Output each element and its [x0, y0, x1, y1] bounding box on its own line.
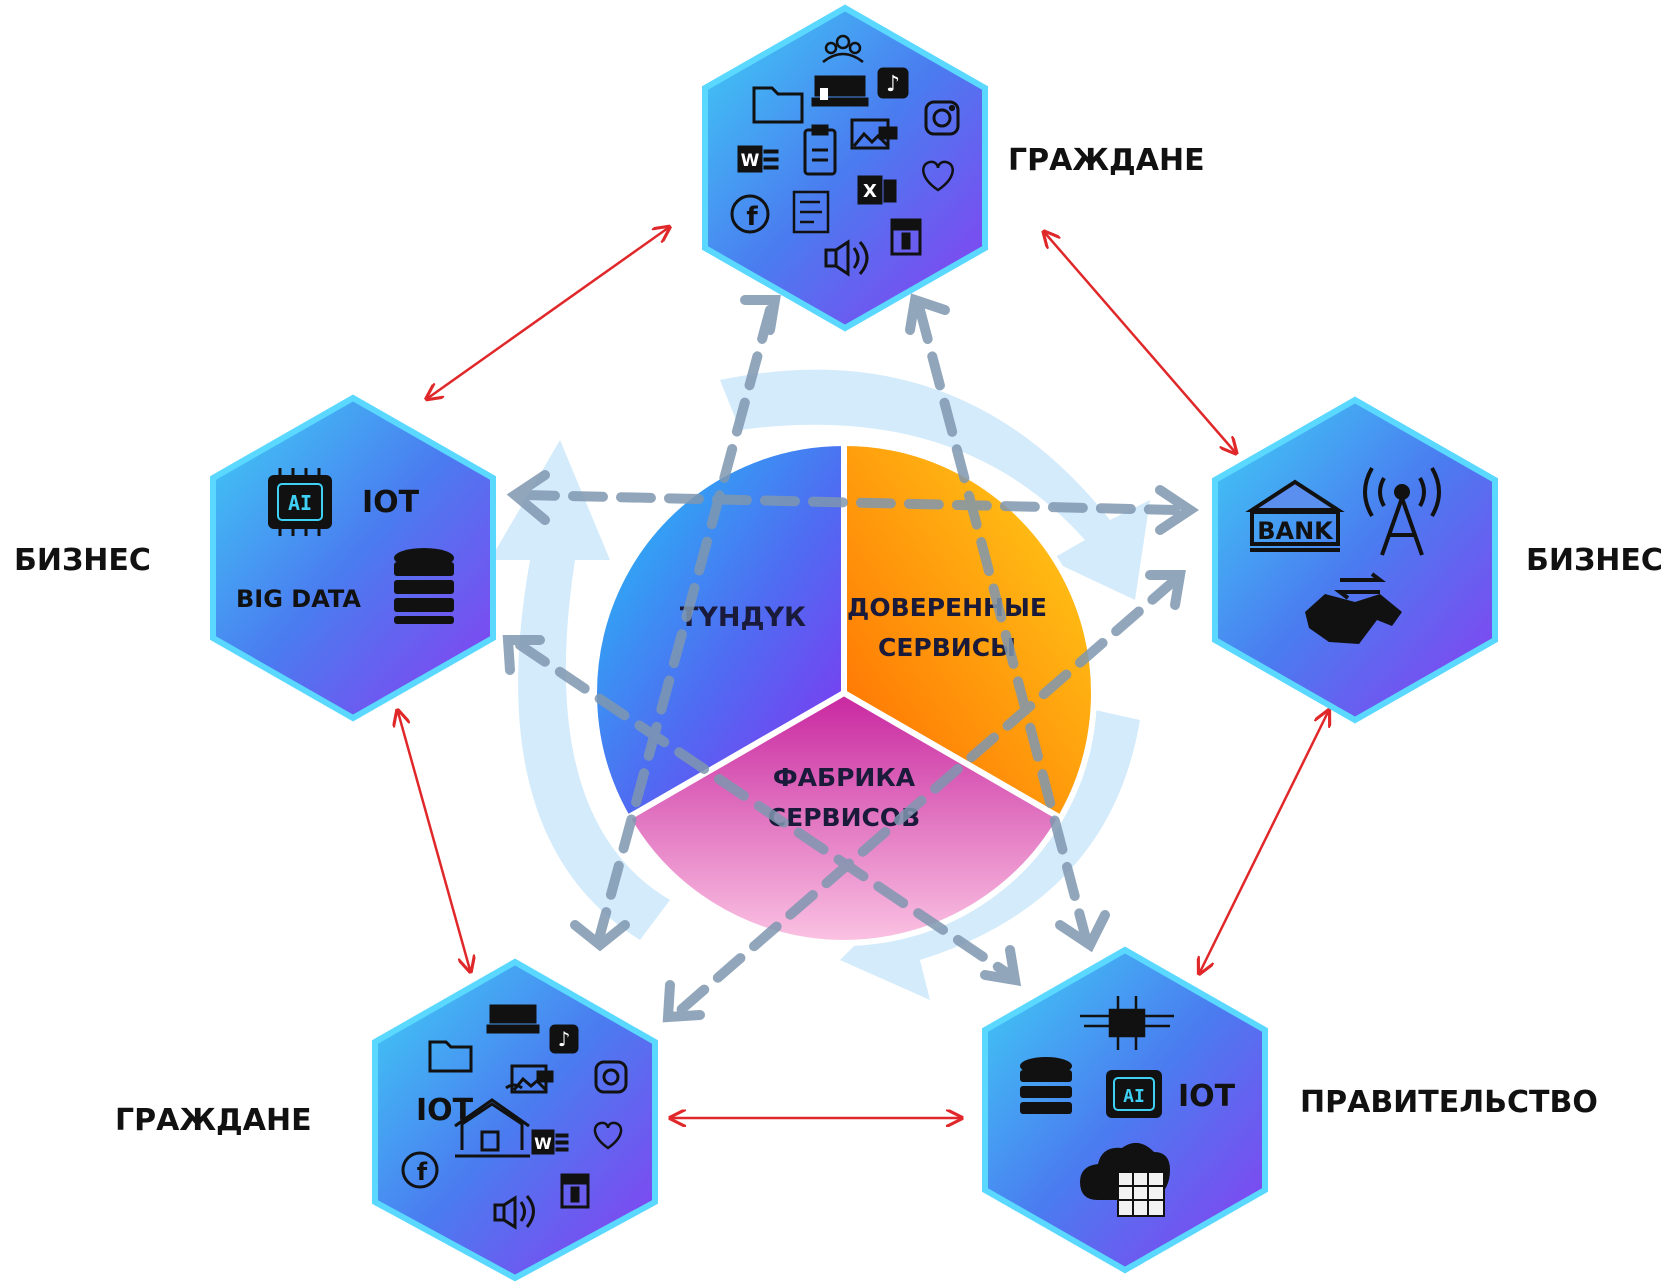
node-left-business[interactable]: AI IOT BIG DATA [210, 394, 496, 722]
top-icons: ♪ W X f [730, 34, 960, 277]
bank-icon: BANK [1245, 479, 1345, 552]
svg-text:♪: ♪ [558, 1027, 571, 1051]
cloud-server-icon [1080, 1142, 1170, 1217]
segment-service-factory[interactable] [623, 689, 1065, 946]
svg-text:W: W [534, 1134, 552, 1153]
dashed-arrowhead-top-left [740, 295, 781, 335]
database-icon [1020, 1057, 1072, 1114]
heart-icon [593, 1121, 623, 1150]
facebook-icon: f [730, 194, 770, 234]
red-arrow-left-top [428, 228, 668, 398]
hex-right [1212, 396, 1498, 724]
svg-text:f: f [746, 202, 758, 232]
dashed-left-to-right [520, 490, 1180, 515]
ai-chip-icon: AI [1106, 1070, 1162, 1118]
dashed-arrowhead-bottomright [1055, 910, 1110, 953]
facebook-icon: f [401, 1151, 439, 1189]
speaker-icon [493, 1195, 535, 1230]
segment-tunduk-label: ТҮНДҮК [680, 602, 806, 633]
node-bottomleft-citizens[interactable]: ♪ W f IOT [372, 958, 658, 1282]
node-right-label: БИЗНЕС [1526, 543, 1663, 578]
red-arrows [398, 228, 1328, 1118]
red-arrow-left-bottomleft [398, 712, 470, 970]
dashed-arrowhead-bottomright2 [980, 945, 1022, 987]
folder-icon [752, 86, 804, 124]
segment-trusted-label-line2: СЕРВИСЫ [878, 633, 1016, 662]
speaker-icon [824, 239, 869, 277]
node-bottomleft-label: ГРАЖДАНЕ [115, 1103, 312, 1138]
antenna-icon [1363, 466, 1441, 556]
left-bigdata-text: BIG DATA [236, 585, 361, 613]
instagram-icon [594, 1060, 628, 1094]
excel-icon: X [857, 175, 897, 205]
zip-icon [560, 1173, 590, 1209]
school-icon [486, 1004, 540, 1034]
bank-text: BANK [1257, 517, 1334, 545]
dashed-top-to-bottomleft [595, 305, 775, 940]
word-icon: W [531, 1129, 569, 1155]
hex-top [702, 4, 988, 332]
bl-iot-text: IOT [416, 1093, 474, 1128]
dashed-arrowhead-right [1155, 485, 1200, 535]
users-icon [822, 34, 864, 63]
node-bottomright-label: ПРАВИТЕЛЬСТВО [1300, 1085, 1598, 1120]
node-right-business[interactable]: BANK [1212, 396, 1498, 724]
smart-home-icon [454, 1083, 530, 1158]
ai-chip-text: AI [288, 491, 312, 515]
dashed-connectors [502, 293, 1200, 1023]
svg-text:X: X [863, 181, 877, 202]
word-icon: W [737, 145, 779, 173]
dashed-top-to-bottomright [915, 305, 1090, 940]
node-bottomright-government[interactable]: AI IOT [982, 946, 1268, 1274]
segment-trusted-label-line1: ДОВЕРЕННЫЕ [847, 593, 1047, 622]
clipboard-icon [803, 124, 837, 176]
circuit-icon [1080, 996, 1174, 1050]
svg-text:♪: ♪ [886, 72, 900, 97]
zip-icon [890, 218, 922, 256]
dashed-arrowhead-bottomleft2 [662, 980, 705, 1023]
cycle-arrow-top [720, 369, 1150, 600]
segment-factory-label-line1: ФАБРИКА [773, 763, 916, 792]
dashed-arrowhead-left [506, 470, 550, 525]
left-iot-text: IOT [362, 485, 420, 520]
ai-chip-text-2: AI [1123, 1086, 1145, 1107]
dashed-arrowhead-right2 [1145, 570, 1186, 610]
instagram-icon [924, 100, 960, 136]
handshake-icon [1305, 572, 1402, 644]
dashed-right-to-bottomleft [670, 575, 1180, 1020]
image-icon [510, 1064, 554, 1094]
school-icon [811, 75, 869, 107]
heart-icon [922, 160, 954, 192]
node-top-label: ГРАЖДАНЕ [1008, 143, 1205, 178]
dashed-arrowhead-left2 [502, 635, 545, 675]
br-iot-text: IOT [1178, 1079, 1236, 1114]
tiktok-icon: ♪ [549, 1024, 579, 1054]
database-icon [394, 548, 454, 624]
image-icon [850, 118, 898, 150]
folder-icon [428, 1040, 473, 1073]
svg-text:W: W [741, 151, 760, 171]
bl-icons: ♪ W f [401, 1004, 628, 1230]
dashed-arrowhead-top-right [905, 293, 950, 335]
tiktok-icon: ♪ [877, 67, 909, 99]
node-top-citizens[interactable]: ♪ W X f [702, 4, 988, 332]
red-arrow-top-right [1045, 233, 1235, 452]
svg-text:f: f [417, 1158, 428, 1186]
ai-chip-icon: AI [268, 468, 332, 536]
dashed-left-to-bottomright [515, 640, 1015, 980]
cycle-arrow-left [490, 440, 670, 940]
node-left-label: БИЗНЕС [14, 543, 151, 578]
dashed-arrowhead-bottomleft [570, 920, 630, 952]
document-icon [792, 190, 830, 234]
red-arrow-right-bottomright [1200, 712, 1328, 972]
